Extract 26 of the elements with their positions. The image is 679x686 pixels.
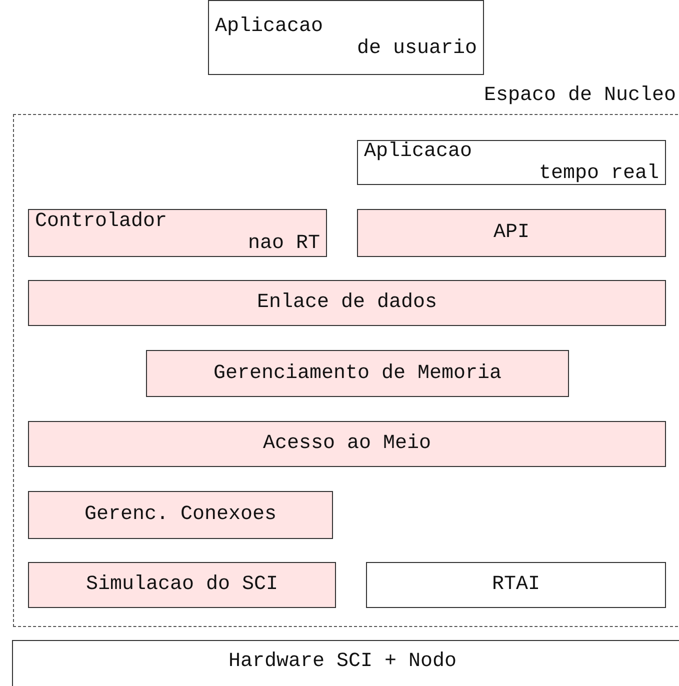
region-heading: Espaco de Nucleo [484,85,676,107]
box-label: Hardware SCI + Nodo [228,651,457,673]
box-label: Aplicacao [364,140,472,162]
box-label: Controlador [35,211,168,233]
layer-box [357,209,666,257]
box-label: Aplicacao [215,16,324,38]
box-label: nao RT [248,233,320,255]
hardware-layer [12,640,679,686]
layer-box [146,350,569,397]
box-label: Acesso ao Meio [262,433,432,455]
box-label: Enlace de dados [256,292,438,314]
box-label: Simulacao do SCI [86,574,278,596]
box-label: API [493,222,530,244]
box-label: tempo real [538,162,659,184]
layer-box [28,209,327,257]
layer-box [366,562,666,608]
layer-box [28,562,336,608]
box-label: Gerenciamento de Memoria [213,362,502,384]
layer-box [357,140,666,185]
box-label: RTAI [492,574,540,596]
layer-box [208,0,484,75]
layer-box [28,491,333,539]
layer-box [28,280,666,326]
box-label: de usuario [356,38,477,60]
layer-box [28,421,666,467]
box-label: Gerenc. Conexoes [84,504,277,526]
